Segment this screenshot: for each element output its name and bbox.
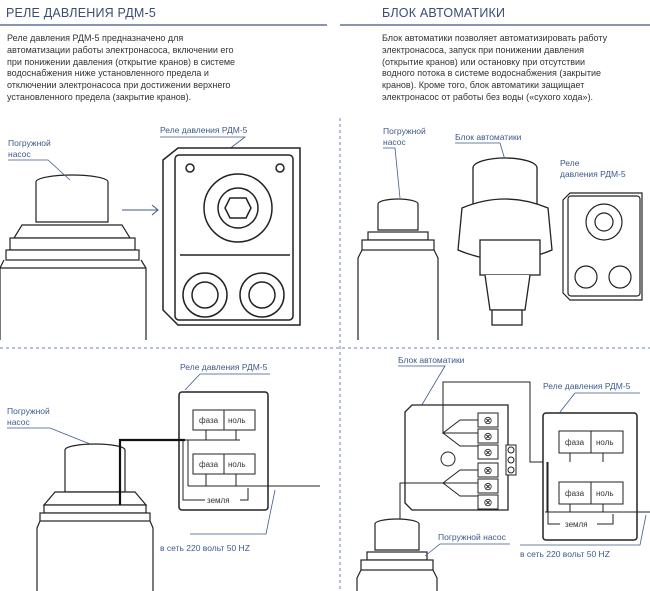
text-line: электронасос от работы без воды («сухого… xyxy=(382,91,594,102)
ground-label: земля xyxy=(565,520,588,529)
automation-block-wiring: ⊗ ⊗ ⊗ ⊗ ⊗ ⊗ xyxy=(399,381,605,520)
text-line: при понижении давления (открытие кранов)… xyxy=(7,56,236,67)
text-line: установленного предела (закрытие кранов)… xyxy=(7,91,192,102)
svg-text:⊗: ⊗ xyxy=(483,497,492,509)
title-rule xyxy=(0,24,327,26)
relay-wiring-box xyxy=(178,391,320,511)
text-line: водного потока в системе водоснабжения (… xyxy=(382,68,602,79)
relay-label: Реле xyxy=(560,158,580,168)
svg-text:⊗: ⊗ xyxy=(483,415,492,427)
svg-text:⊗: ⊗ xyxy=(483,481,492,493)
ground-label: земля xyxy=(207,496,230,505)
text-line: кранов). Кроме того, блок автоматики защ… xyxy=(382,80,585,91)
relay-wiring-box xyxy=(542,412,650,541)
text-line: водоснабжения ниже установленного предел… xyxy=(7,68,209,79)
text-line: отключении электронасоса при достижении … xyxy=(7,80,231,91)
text-line: автоматизации работы электронасоса, вклю… xyxy=(7,44,234,55)
pump-label: Погружной xyxy=(383,126,426,136)
automation-block-illustration xyxy=(457,157,553,326)
neutral-terminal: ноль xyxy=(228,416,246,425)
relay-illustration xyxy=(162,147,301,326)
text-line: Блок автоматики позволяет автоматизирова… xyxy=(382,33,608,43)
pump-illustration xyxy=(0,174,147,340)
pump-wiring-illustration-small xyxy=(356,518,438,591)
pump-label: насос xyxy=(7,417,30,427)
automation-description: Блок автоматики позволяет автоматизирова… xyxy=(382,33,607,104)
relay-label: Реле давления РДМ-5 xyxy=(543,381,631,391)
text-line: Реле давления РДМ-5 предназначено для xyxy=(7,33,184,43)
text-line: электронасоса, запуск при понижении давл… xyxy=(382,44,585,55)
pump-label: Погружной xyxy=(8,138,51,148)
pump-illustration-small xyxy=(357,198,439,340)
svg-text:⊗: ⊗ xyxy=(483,431,492,443)
phase-terminal: фаза xyxy=(565,489,585,498)
pump-label: Погружной насос xyxy=(438,532,507,542)
svg-text:⊗: ⊗ xyxy=(483,465,492,477)
mains-label: в сеть 220 вольт 50 HZ xyxy=(160,543,250,553)
svg-text:⊗: ⊗ xyxy=(483,447,492,459)
pump-label: насос xyxy=(383,137,406,147)
text-line: (открытие кранов) или остановку при отсу… xyxy=(382,56,586,67)
terminal-strip: ⊗ ⊗ ⊗ ⊗ ⊗ ⊗ xyxy=(477,412,499,510)
phase-terminal: фаза xyxy=(565,438,585,447)
phase-terminal: фаза xyxy=(199,460,219,469)
pump-wiring-illustration xyxy=(36,443,154,591)
relay-label: Реле давления РДМ-5 xyxy=(180,362,268,372)
arrow-icon xyxy=(122,204,159,216)
relay-label: давления РДМ-5 xyxy=(560,169,626,179)
pump-label: Погружной xyxy=(7,406,50,416)
section-title-relay: РЕЛЕ ДАВЛЕНИЯ РДМ-5 xyxy=(6,6,157,20)
relay-description: Реле давления РДМ-5 предназначено для ав… xyxy=(7,33,235,104)
neutral-terminal: ноль xyxy=(596,438,614,447)
phase-terminal: фаза xyxy=(199,416,219,425)
mains-label: в сеть 220 вольт 50 HZ xyxy=(520,549,610,559)
block-label: Блок автоматики xyxy=(455,132,522,142)
pump-label: насос xyxy=(8,149,31,159)
block-label: Блок автоматики xyxy=(398,355,465,365)
relay-label: Реле давления РДМ-5 xyxy=(160,125,248,135)
neutral-terminal: ноль xyxy=(228,460,246,469)
section-title-automation: БЛОК АВТОМАТИКИ xyxy=(382,6,506,20)
neutral-terminal: ноль xyxy=(596,489,614,498)
title-rule xyxy=(340,24,650,26)
pump-cable xyxy=(118,438,185,505)
relay-illustration-small xyxy=(562,192,643,301)
